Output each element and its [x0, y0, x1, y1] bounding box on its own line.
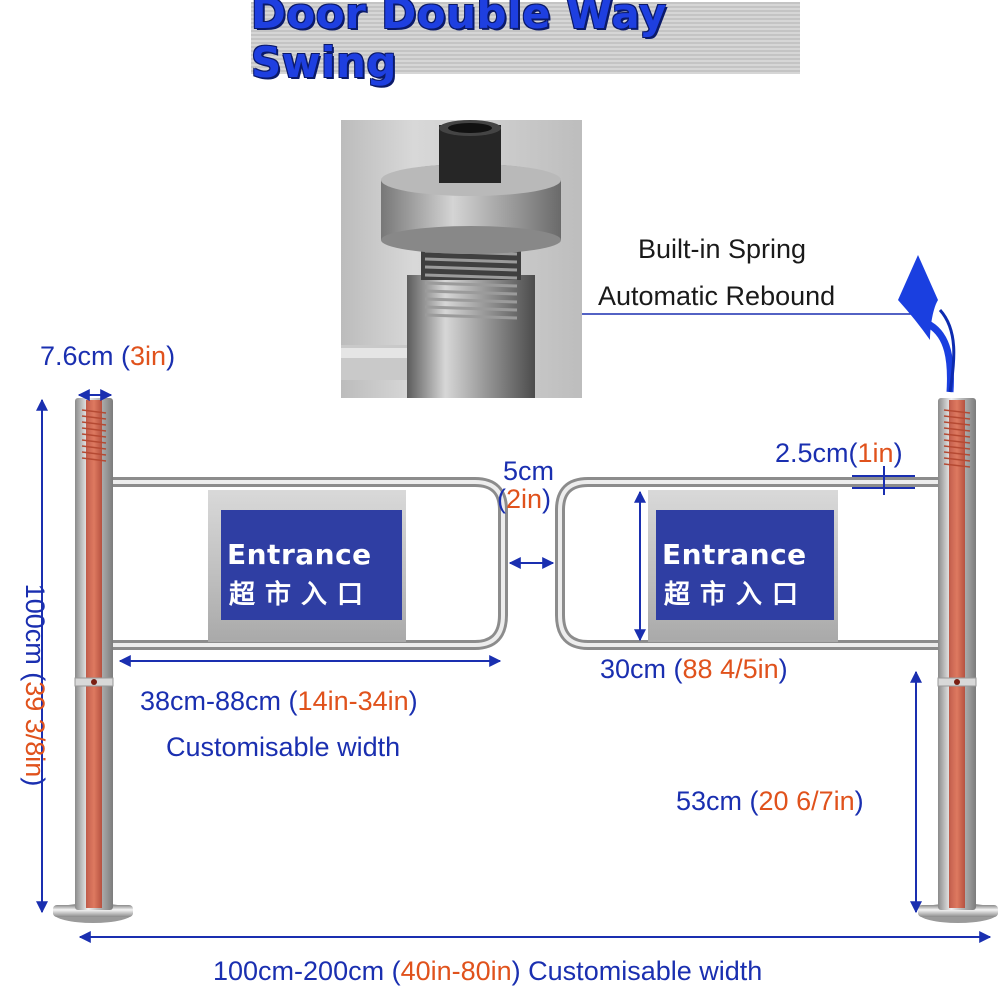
arm-width-note: Customisable width — [166, 732, 401, 762]
post-width-label: 7.6cm (3in) — [40, 341, 176, 371]
spring-photo — [341, 120, 582, 398]
sign-english: Entrance — [662, 538, 807, 571]
height-label: 100cm (39 3/8in) — [20, 583, 50, 787]
page-title: Door Double Way Swing — [251, 0, 667, 87]
arm-elevation-label: 53cm (20 6/7in) — [676, 786, 864, 816]
entrance-sign-left: Entrance 超市入口 — [221, 510, 402, 620]
title-banner: Door Double Way Swing — [251, 0, 800, 87]
sign-chinese: 超市入口 — [229, 579, 374, 609]
left-post — [53, 398, 133, 923]
sign-english: Entrance — [227, 538, 372, 571]
dimension-lines — [36, 313, 992, 943]
spring-caption-line2: Automatic Rebound — [598, 281, 836, 311]
spring-caption-line1: Built-in Spring — [638, 234, 807, 264]
right-post — [918, 398, 998, 923]
gap-metric-label: 5cm — [503, 456, 555, 486]
tube-label: 2.5cm(1in) — [775, 438, 903, 468]
sign-chinese: 超市入口 — [664, 579, 809, 609]
entrance-sign-right: Entrance 超市入口 — [656, 510, 834, 620]
rotation-arrow-icon — [898, 255, 956, 393]
spring-mechanism-image — [341, 120, 561, 398]
gap-imperial-label: (2in) — [497, 484, 552, 514]
arm-width-label: 38cm-88cm (14in-34in) — [140, 686, 418, 716]
total-width-label: 100cm-200cm (40in-80in) Customisable wid… — [213, 956, 763, 986]
arm-height-label: 30cm (88 4/5in) — [600, 654, 788, 684]
